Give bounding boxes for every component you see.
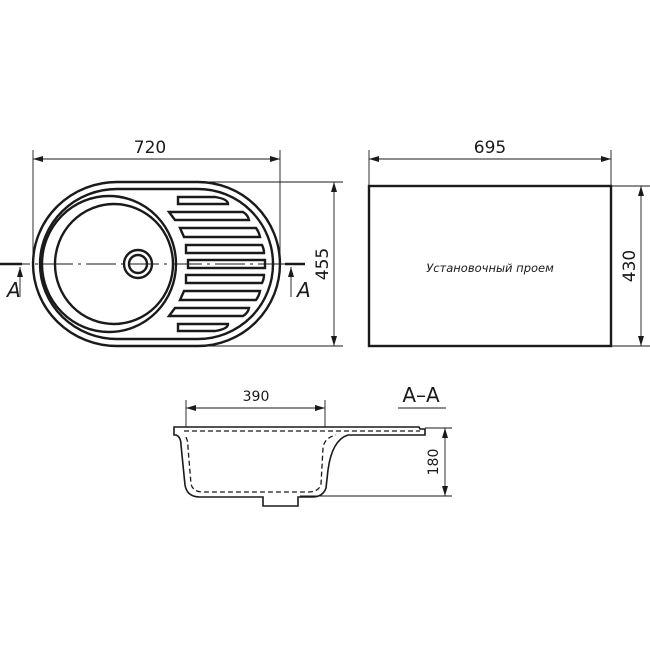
section-profile-hatch: [184, 430, 420, 493]
cutout-rect: [367, 184, 613, 348]
section-title: A–A: [402, 383, 440, 407]
section-mark-right: A: [295, 278, 311, 302]
drainboard-ribs: [166, 195, 267, 333]
section-mark-left: A: [5, 278, 21, 302]
cutout-width-label: 695: [474, 138, 506, 158]
section-profile-outer: [173, 426, 426, 507]
bowl-width-label: 390: [243, 389, 270, 405]
cutout-view: 695 430 Установочный проем: [367, 138, 650, 348]
top-view: A A 720 455: [0, 138, 343, 348]
cutout-height-label: 430: [620, 250, 640, 282]
depth-label: 180: [426, 449, 442, 476]
width-label: 720: [134, 138, 166, 158]
height-label: 455: [313, 248, 333, 280]
section-view: A–A 390 180: [173, 383, 452, 507]
sink-rim: [38, 187, 275, 341]
cutout-caption: Установочный проем: [426, 261, 554, 275]
